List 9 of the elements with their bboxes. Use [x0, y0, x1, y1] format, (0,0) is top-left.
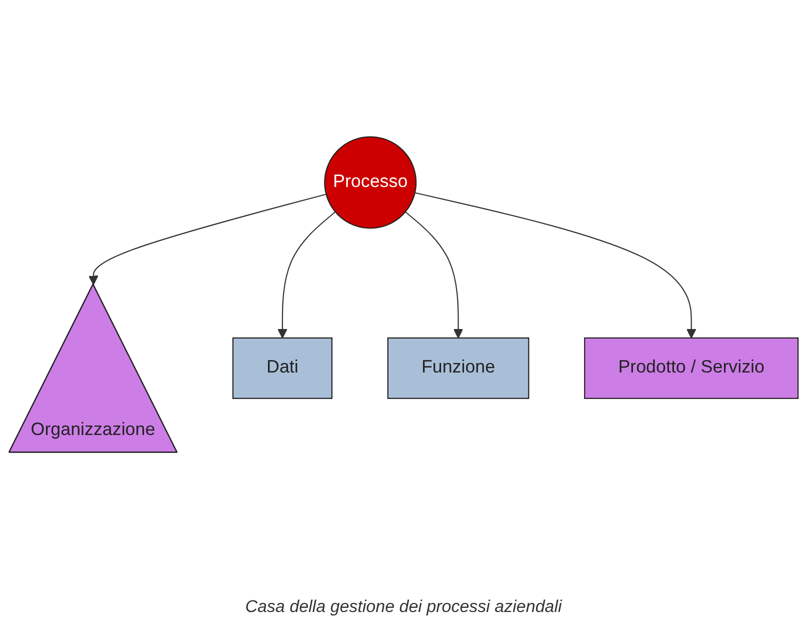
arrow — [278, 211, 336, 338]
caption: Casa della gestione dei processi aziendali — [245, 597, 562, 617]
arrow — [405, 211, 464, 338]
node-box: Dati — [232, 337, 332, 399]
node-box: Funzione — [387, 337, 530, 399]
arrow — [414, 192, 696, 338]
arrow — [88, 194, 326, 286]
node-box: Prodotto / Servizio — [584, 337, 799, 399]
node-circle: Processo — [324, 136, 417, 229]
